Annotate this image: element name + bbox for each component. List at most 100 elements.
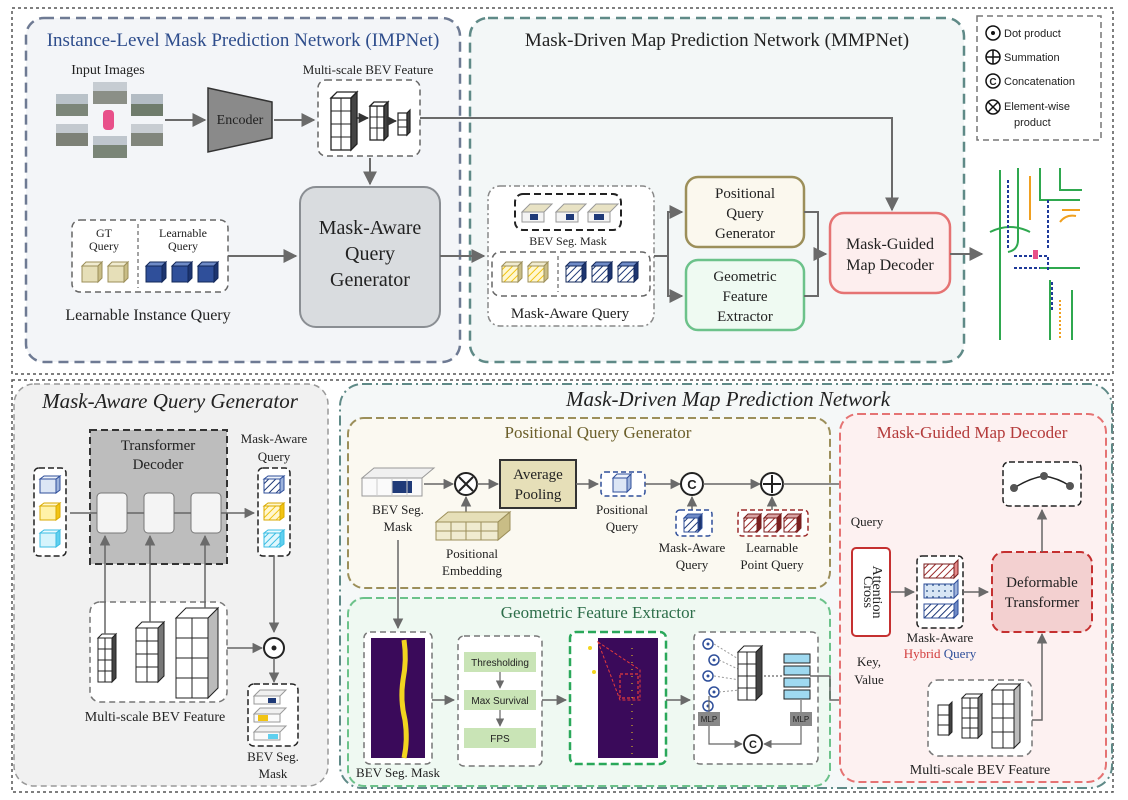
thresholding-label: Thresholding xyxy=(471,658,529,669)
transformer-label-2: Decoder xyxy=(133,457,184,473)
bev-seg-mask-slabs xyxy=(520,203,620,223)
mask-aware-query-cubes-top xyxy=(500,260,640,284)
maqg-label-3: Generator xyxy=(330,269,410,291)
gt-query-label-2: Query xyxy=(89,239,119,253)
query-label: Query xyxy=(851,514,884,529)
mmpnet-title: Mask-Driven Map Prediction Network (MMPN… xyxy=(525,30,909,51)
positional-embedding-grid xyxy=(434,510,512,542)
mlp-left-label: MLP xyxy=(701,715,717,724)
legend-sum: Summation xyxy=(1004,52,1060,64)
gfe-seg-mask-image xyxy=(371,638,425,758)
concat-node-gfe-symbol: C xyxy=(749,739,757,751)
legend-elem-1: Element-wise xyxy=(1004,101,1070,113)
bev-seg-mask-label: BEV Seg. Mask xyxy=(529,234,606,248)
lpq-label-2: Point Query xyxy=(740,557,804,572)
max-survival-label: Max Survival xyxy=(471,696,528,707)
gt-query-label-1: GT xyxy=(96,226,113,240)
thresholding-step xyxy=(464,652,536,672)
gfe-seg-label: BEV Seg. Mask xyxy=(356,765,440,780)
deformable-transformer-block xyxy=(991,551,1093,633)
pqg-detail-title: Positional Query Generator xyxy=(505,423,692,442)
cross-label-1: Cross xyxy=(860,576,875,608)
legend-box: Dot product Summation C Concatenation El… xyxy=(976,15,1102,141)
mlp-right-block xyxy=(790,712,812,726)
learnable-query-cubes xyxy=(144,260,220,284)
lpq-label-1: Learnable xyxy=(746,540,798,555)
mlp-left-block xyxy=(698,712,720,726)
learnable-instance-query-label: Learnable Instance Query xyxy=(65,307,230,324)
posq-label-1: Positional xyxy=(596,502,648,517)
mgmd-bev-feature-cubes xyxy=(937,682,1022,750)
camera-images xyxy=(56,82,163,158)
posq-label-2: Query xyxy=(606,519,639,534)
pos-emb-label-1: Positional xyxy=(446,546,498,561)
pqg-seg-mask-slab xyxy=(360,467,436,497)
pqg-seg-label-1: BEV Seg. xyxy=(372,502,424,517)
legend-dot: Dot product xyxy=(1004,28,1061,40)
gfe-top-label-3: Extractor xyxy=(717,309,773,325)
bev-feature-cubes xyxy=(329,90,411,152)
pqg-top-label-2: Query xyxy=(726,206,764,222)
maq-detail-label-2: Query xyxy=(258,449,291,464)
maqg-label-2: Query xyxy=(345,243,395,265)
learnable-query-label-2: Query xyxy=(168,239,198,253)
mgmd-bev-feature-label: Multi-scale BEV Feature xyxy=(910,763,1051,778)
deform-label-1: Deformable xyxy=(1006,575,1078,591)
pqg-seg-label-2: Mask xyxy=(384,519,413,534)
learnable-query-label-1: Learnable xyxy=(159,226,207,240)
legend-elem-2: product xyxy=(1014,117,1051,129)
max-survival-step xyxy=(464,690,536,710)
mmpnet-panel: Mask-Driven Map Prediction Network (MMPN… xyxy=(420,16,984,364)
hybrid-label-2: Hybrid Query xyxy=(904,646,977,661)
gfe-top-label-2: Feature xyxy=(723,289,768,305)
mlp-right-label: MLP xyxy=(793,715,809,724)
encoder-block xyxy=(207,87,273,153)
gt-query-cubes xyxy=(80,260,130,284)
left-seg-label-2: Mask xyxy=(259,766,288,781)
pqg-top-label-3: Generator xyxy=(715,226,775,242)
avg-pool-label-2: Pooling xyxy=(515,487,562,503)
pqg-mask-aware-query-cube xyxy=(682,512,704,534)
mask-guided-map-decoder-block-top xyxy=(828,211,952,295)
keyvalue-label-2: Value xyxy=(854,672,884,687)
left-bev-feature-label: Multi-scale BEV Feature xyxy=(85,710,226,725)
mmpnet-detail-title: Mask-Driven Map Prediction Network xyxy=(565,387,891,411)
gfe-detail-title: Geometric Feature Extractor xyxy=(501,603,696,622)
deform-label-2: Transformer xyxy=(1005,595,1079,611)
fps-step xyxy=(464,728,536,748)
mgmd-top-label-1: Mask-Guided xyxy=(846,236,934,253)
learnable-point-query-cubes xyxy=(742,512,803,534)
concat-node-pqg-symbol: C xyxy=(687,477,697,492)
positional-query-cube xyxy=(611,472,633,494)
left-seg-mask-slabs xyxy=(252,689,288,741)
impnet-title: Instance-Level Mask Prediction Network (… xyxy=(47,30,440,51)
ego-car-icon xyxy=(103,110,114,130)
output-polyline-points xyxy=(1010,472,1074,492)
concatenation-icon xyxy=(985,73,1001,89)
mgmd-top-label-2: Map Decoder xyxy=(846,257,934,274)
maqg-detail-title: Mask-Aware Query Generator xyxy=(41,389,299,413)
maq-detail-label-1: Mask-Aware xyxy=(241,431,308,446)
keyvalue-label-1: Key, xyxy=(857,654,881,669)
concat-node-gfe xyxy=(743,734,763,754)
gfe-feature-cube xyxy=(736,644,764,702)
pqg-maq-label-1: Mask-Aware xyxy=(659,540,726,555)
mgmd-detail-title: Mask-Guided Map Decoder xyxy=(877,423,1068,442)
point-nodes xyxy=(702,638,741,712)
hybrid-label-1: Mask-Aware xyxy=(907,630,974,645)
cross-label-2: Attention xyxy=(869,566,884,619)
pos-emb-label-2: Embedding xyxy=(442,563,502,578)
maqg-detail-panel: Mask-Aware Query Generator Transformer D… xyxy=(13,383,329,787)
hybrid-word: Hybrid xyxy=(904,646,941,661)
hybrid-query-stack xyxy=(923,558,959,620)
legend-concat: Concatenation xyxy=(1004,76,1075,88)
hybrid-query-word: Query xyxy=(944,646,977,661)
left-seg-label-1: BEV Seg. xyxy=(247,749,299,764)
bev-feature-label: Multi-scale BEV Feature xyxy=(303,62,434,77)
pqg-top-label-1: Positional xyxy=(715,186,775,202)
encoder-label: Encoder xyxy=(217,113,264,128)
output-vector-map xyxy=(989,168,1082,340)
fps-label: FPS xyxy=(490,734,510,745)
pqg-maq-label-2: Query xyxy=(676,557,709,572)
